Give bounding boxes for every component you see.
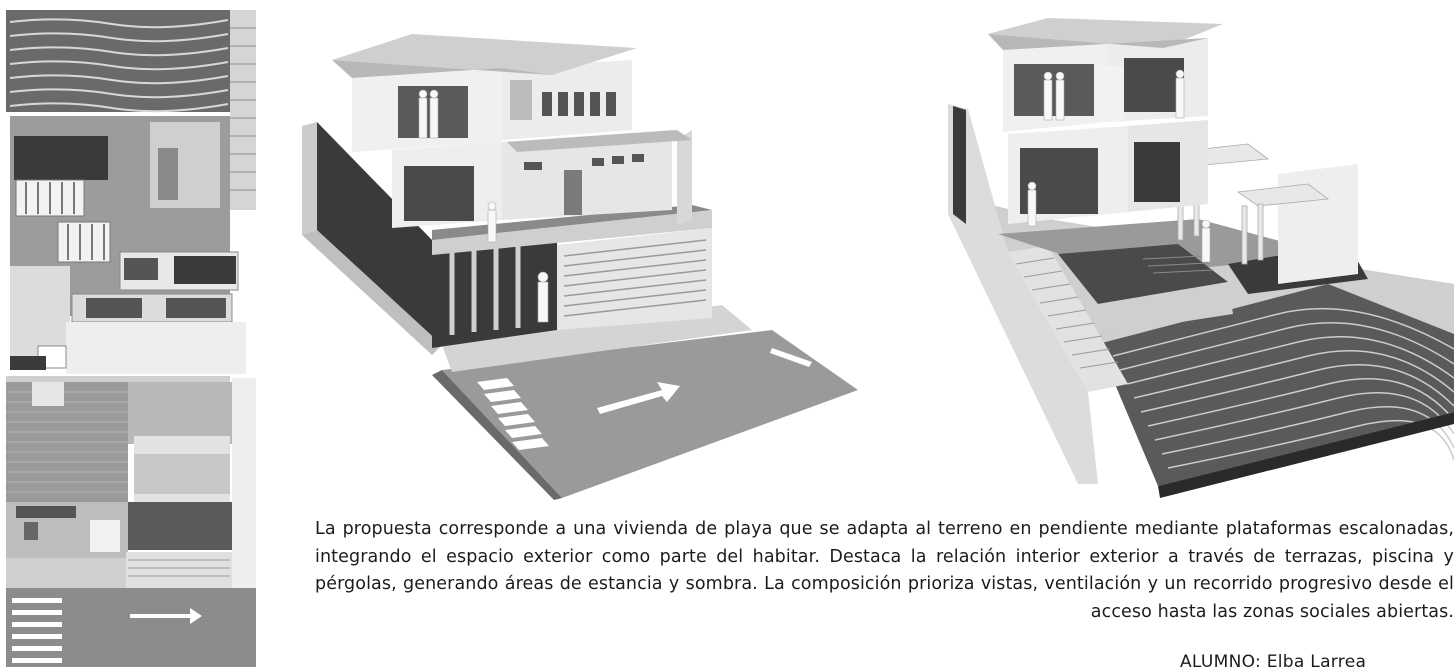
front-perspective-model	[292, 30, 858, 500]
student-name: Elba Larrea	[1266, 652, 1367, 672]
description-text: La propuesta corresponde a una vivienda …	[315, 519, 1454, 622]
plan-view-model	[2, 8, 260, 667]
project-description: La propuesta corresponde a una vivienda …	[315, 516, 1454, 626]
student-label: ALUMNO:	[1180, 652, 1261, 672]
student-credit: ALUMNO: Elba Larrea	[1180, 652, 1366, 672]
rear-perspective-model	[948, 14, 1454, 498]
